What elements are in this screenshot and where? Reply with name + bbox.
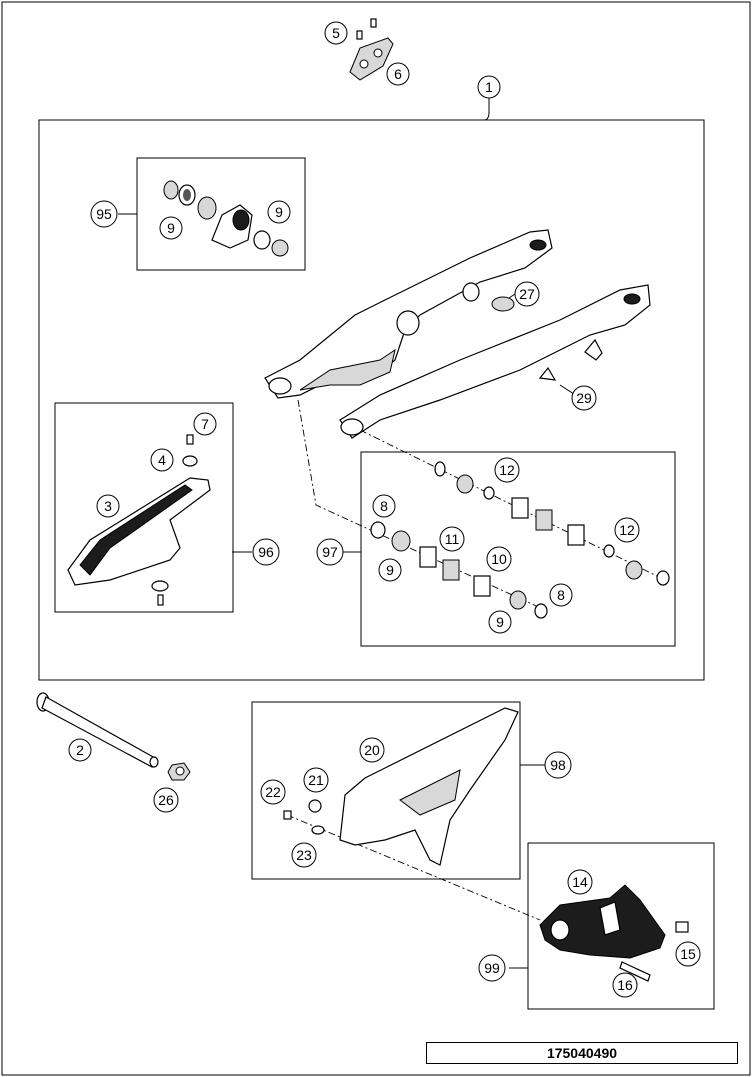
callout-12-top: 12 [494,457,520,483]
svg-text:9: 9 [496,614,504,630]
svg-text:1: 1 [485,79,493,95]
svg-text:9: 9 [386,562,394,578]
frame-kit-97 [360,451,676,647]
callout-15: 15 [675,941,701,967]
svg-text:14: 14 [572,874,588,890]
callout-99: 99 [478,954,506,982]
callout-26: 26 [153,787,179,813]
callout-14: 14 [567,869,593,895]
diagram-code-box: 175040490 [426,1042,738,1064]
frame-kit-98 [251,701,521,880]
svg-text:2: 2 [76,742,84,758]
svg-text:9: 9 [275,204,283,220]
svg-text:29: 29 [576,390,592,406]
pivot-bolt-icon [36,692,159,768]
svg-text:21: 21 [308,772,324,788]
pivot-bearing-kit-95 [163,180,289,257]
svg-text:20: 20 [364,742,380,758]
diagram-code: 175040490 [546,1045,618,1061]
chain-guide-lower-icon [539,884,689,982]
svg-text:22: 22 [265,784,281,800]
svg-text:97: 97 [322,544,338,560]
svg-text:6: 6 [394,66,402,82]
frame-kit-96 [54,402,234,613]
svg-text:96: 96 [258,544,274,560]
svg-text:11: 11 [445,531,460,547]
callout-23: 23 [291,842,317,868]
callout-5: 5 [324,21,348,45]
frame-kit-99 [527,842,715,1010]
callout-9-kit97-right: 9 [488,610,512,634]
callout-2: 2 [68,738,92,762]
callout-16: 16 [612,972,638,998]
assembly-axis-lines [286,399,666,921]
svg-text:12: 12 [499,462,515,478]
bearing-kit-97 [370,461,670,619]
callout-11: 11 [439,526,465,552]
callout-1: 1 [477,75,501,99]
chain-sliding-guard-icon [67,434,211,606]
callout-20: 20 [359,737,385,763]
callout-21: 21 [303,767,329,793]
callout-8-right: 8 [549,583,573,607]
svg-text:16: 16 [617,977,633,993]
svg-text:12: 12 [619,522,635,538]
callout-95: 95 [90,200,118,228]
callout-12-right: 12 [614,517,640,543]
callout-10: 10 [486,546,512,572]
svg-text:27: 27 [519,286,535,302]
svg-text:9: 9 [167,220,175,236]
callout-9-kit97-left: 9 [378,558,402,582]
callout-8-left: 8 [372,494,396,518]
callout-7: 7 [193,412,217,436]
frame-swingarm-assembly [38,119,705,681]
callout-6: 6 [386,62,410,86]
svg-text:10: 10 [491,551,507,567]
svg-text:3: 3 [104,498,112,514]
clamp-part [349,18,394,81]
nut-icon [167,762,191,781]
svg-text:23: 23 [296,847,312,863]
svg-text:5: 5 [332,25,340,41]
callout-22: 22 [260,779,286,805]
callout-9-kit95-left: 9 [159,216,183,240]
callout-4: 4 [150,448,174,472]
svg-text:15: 15 [680,946,696,962]
svg-text:26: 26 [158,792,174,808]
svg-text:8: 8 [380,498,388,514]
svg-text:95: 95 [96,206,112,222]
svg-text:8: 8 [557,587,565,603]
callout-97: 97 [316,538,344,566]
callout-9-kit95-right: 9 [267,200,291,224]
leader-lines [118,98,581,969]
svg-text:7: 7 [201,416,209,432]
callout-27: 27 [514,281,540,307]
callout-3: 3 [96,494,120,518]
callout-96: 96 [252,538,280,566]
swingarm-icon [264,229,651,439]
svg-text:99: 99 [484,960,500,976]
chain-guide-icon [283,707,519,866]
svg-text:98: 98 [550,757,566,773]
svg-text:4: 4 [158,452,166,468]
callout-29: 29 [571,385,597,411]
callout-98: 98 [544,751,572,779]
